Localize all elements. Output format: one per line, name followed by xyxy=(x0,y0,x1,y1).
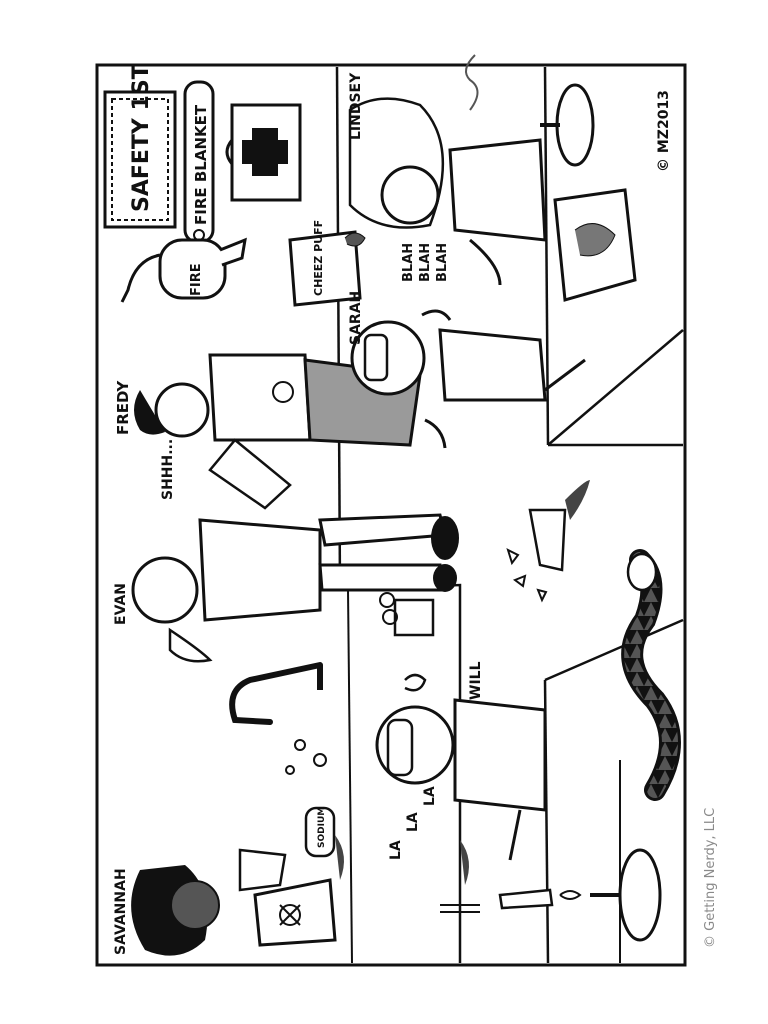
cheez-puff-bag: CHEEZ PUFF xyxy=(288,220,366,307)
savannah-name: SAVANNAH xyxy=(113,868,129,955)
la-2: LA xyxy=(405,812,421,832)
sodium-label: SODIUM xyxy=(317,807,327,848)
lindsey-name: LINDSEY xyxy=(348,72,364,140)
bunsen-burner-bottom xyxy=(440,840,662,942)
fire-blanket: FIRE BLANKET xyxy=(183,80,215,244)
cartoon-frame xyxy=(95,63,687,967)
sodium-jar: SODIUM xyxy=(304,807,344,880)
will-name: WILL xyxy=(468,661,484,700)
first-aid-kit xyxy=(225,103,302,202)
artist-signature: © MZ2013 xyxy=(656,90,672,172)
lindsey-character xyxy=(348,97,547,286)
fire-label: FIRE xyxy=(189,263,204,296)
burning-tray xyxy=(553,188,637,302)
blah-1: BLAH xyxy=(401,243,416,282)
savannah-character xyxy=(131,848,337,956)
snake xyxy=(621,549,681,801)
sarah-character xyxy=(350,309,586,449)
back-wall-line xyxy=(335,66,342,591)
shhh-speech: SHHH... xyxy=(160,439,176,500)
sarah-name: SARAH xyxy=(348,291,364,345)
blah-2: BLAH xyxy=(418,243,433,282)
broken-beaker xyxy=(506,480,590,603)
evan-character xyxy=(131,513,459,663)
bunsen-burner-top xyxy=(465,54,595,167)
evan-name: EVAN xyxy=(113,583,129,625)
fire-blanket-text: FIRE BLANKET xyxy=(192,104,210,225)
safety-sign-text: SAFETY 1ST xyxy=(129,64,154,212)
electrical-plug xyxy=(404,673,427,692)
fire-extinguisher: FIRE xyxy=(120,237,247,303)
copyright-credit: © Getting Nerdy, LLC xyxy=(703,808,718,948)
fredy-name: FREDY xyxy=(114,380,132,435)
safety-first-sign: SAFETY 1ST xyxy=(103,64,177,229)
sink-faucet xyxy=(229,662,327,775)
bench-edge-top xyxy=(543,66,550,446)
will-character xyxy=(375,698,547,861)
la-3: LA xyxy=(422,786,438,806)
la-1: LA xyxy=(388,840,404,860)
scissors xyxy=(379,592,435,637)
cheez-puff-text: CHEEZ PUFF xyxy=(312,220,325,296)
blah-3: BLAH xyxy=(435,243,450,282)
